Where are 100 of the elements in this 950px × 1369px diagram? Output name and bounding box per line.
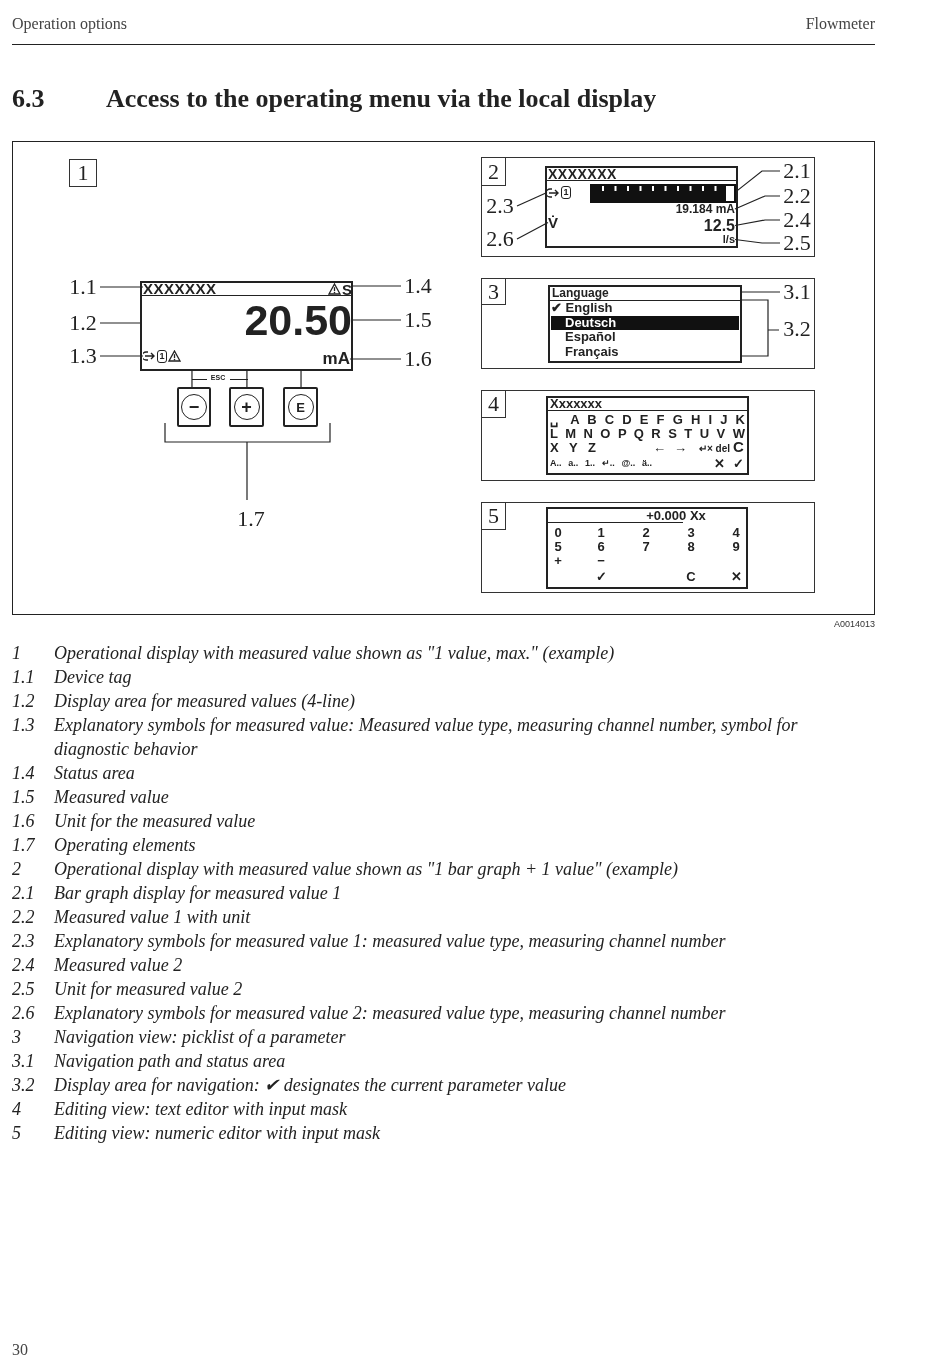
panel-frame — [481, 502, 815, 593]
callout-number: 3.2 — [782, 317, 812, 341]
leader-line — [734, 238, 781, 244]
menu-item: Español — [564, 330, 617, 344]
keypad-character: 3 — [686, 526, 696, 539]
channel-number: 1 — [157, 349, 167, 363]
menu-item: ✔ English — [551, 301, 614, 315]
callout-number: 1.1 — [66, 275, 100, 299]
operating-key: E — [283, 387, 318, 427]
keypad-character: 7 — [641, 540, 651, 553]
figure-frame — [12, 141, 875, 615]
description-text: Display area for measured values (4-line) — [54, 690, 357, 713]
display-text: ↵× del — [699, 443, 732, 454]
callout-number: 2.2 — [780, 184, 814, 208]
description-text: Measured value 2 — [54, 954, 184, 977]
leader-line — [191, 370, 193, 388]
measured-value: 19.184 mA — [650, 202, 735, 216]
description-text: Device tag — [54, 666, 133, 689]
description-text: Navigation view: picklist of a parameter — [54, 1026, 347, 1049]
leader-line — [246, 370, 248, 388]
description-text: Editing view: text editor with input mask — [54, 1098, 348, 1121]
keypad-character: 6 — [596, 540, 606, 553]
section-number: 6.3 — [12, 84, 46, 114]
item-number: 1.5 — [12, 786, 36, 809]
panel-number: 3 — [481, 278, 506, 305]
keypad-character: 2 — [641, 526, 651, 539]
leader-line — [99, 355, 144, 357]
description-text: Editing view: numeric editor with input mask — [54, 1122, 381, 1145]
panel-frame — [481, 157, 815, 257]
callout-number: 1.6 — [401, 347, 435, 371]
description-text: Operational display with measured value shown as "1 value, max." (example) — [54, 642, 616, 665]
item-number: 5 — [12, 1122, 22, 1145]
status-letter: S — [342, 281, 352, 297]
page-header: Flowmeter — [804, 15, 875, 33]
display-screen — [546, 507, 748, 589]
measured-value: 12.5 — [688, 217, 735, 234]
display-text: C — [733, 439, 745, 456]
item-number: 1.2 — [12, 690, 36, 713]
item-number: 4 — [12, 1098, 22, 1121]
description-text: Unit for the measured value — [54, 810, 257, 833]
description-text: Measured value 1 with unit — [54, 906, 252, 929]
callout-number: 2.1 — [780, 159, 814, 183]
keypad-character: 1 — [596, 526, 606, 539]
panel-number: 5 — [481, 502, 506, 530]
description-text: Explanatory symbols for measured value: Measured value type, measuring channel number, symbol for diagnostic behavior — [54, 714, 799, 761]
panel-number: 4 — [481, 390, 506, 418]
item-number: 1.6 — [12, 810, 36, 833]
callout-number: 1.5 — [401, 308, 435, 332]
description-text: Operational display with measured value shown as "1 bar graph + 1 value" (example) — [54, 858, 680, 881]
operating-key: + — [229, 387, 264, 427]
display-text: +0.000 Xx — [645, 509, 707, 524]
display-text: L M N O P Q R S T U V W — [550, 427, 745, 442]
item-number: 1.4 — [12, 762, 36, 785]
item-number: 2.5 — [12, 978, 36, 1001]
description-text: Operating elements — [54, 834, 197, 857]
display-text: ← → — [653, 441, 687, 456]
keypad-character: C — [685, 570, 697, 583]
display-screen — [140, 281, 353, 371]
description-text: Explanatory symbols for measured value 2: measured value type, measuring channel number — [54, 1002, 727, 1025]
menu-item: Français — [564, 345, 620, 359]
page-number: 30 — [12, 1341, 29, 1359]
unit-label: l/s — [710, 233, 735, 246]
callout-number: 1.3 — [66, 344, 100, 368]
item-number: 1.3 — [12, 714, 36, 737]
item-number: 2.2 — [12, 906, 36, 929]
display-text: ✕ ✓ — [714, 457, 744, 472]
description-text: Measured value — [54, 786, 170, 809]
keypad-character: 8 — [686, 540, 696, 553]
callout-number: 2.3 — [483, 194, 517, 218]
item-number: 3.2 — [12, 1074, 36, 1097]
description-text: Explanatory symbols for measured value 1: measured value type, measuring channel number — [54, 930, 727, 953]
display-text: ␣ A B C D E F G H I J K — [550, 413, 745, 428]
leader-line — [739, 291, 781, 293]
leader-line — [735, 170, 781, 193]
unit-label: mA — [318, 349, 350, 367]
keypad-character: 4 — [731, 526, 741, 539]
device-tag: XXXXXXX — [143, 279, 233, 297]
item-number: 2 — [12, 858, 22, 881]
display-text: A.. a.. 1.. ↵.. @.. ä.. — [550, 459, 652, 469]
display-screen — [545, 166, 738, 248]
panel-number: 2 — [481, 157, 506, 186]
leader-line — [734, 195, 781, 210]
display-text: X Y Z — [550, 441, 596, 456]
keypad-character: 5 — [553, 540, 563, 553]
panel-number: 1 — [69, 159, 97, 187]
keypad-character: + — [553, 554, 563, 567]
item-number: 2.3 — [12, 930, 36, 953]
keypad-character: 9 — [731, 540, 741, 553]
item-number: 1 — [12, 642, 22, 665]
page-header: Operation options — [12, 15, 129, 33]
keypad-character: ✓ — [594, 570, 608, 583]
device-tag: XXXXXXX — [548, 166, 638, 182]
leader-line — [99, 286, 144, 288]
item-number: 3.1 — [12, 1050, 36, 1073]
leader-line — [516, 221, 549, 240]
leader-line — [516, 191, 548, 207]
keypad-character: − — [596, 554, 606, 567]
item-number: 1.1 — [12, 666, 36, 689]
display-text: Xxxxxxx — [550, 397, 604, 412]
display-screen — [548, 285, 742, 363]
